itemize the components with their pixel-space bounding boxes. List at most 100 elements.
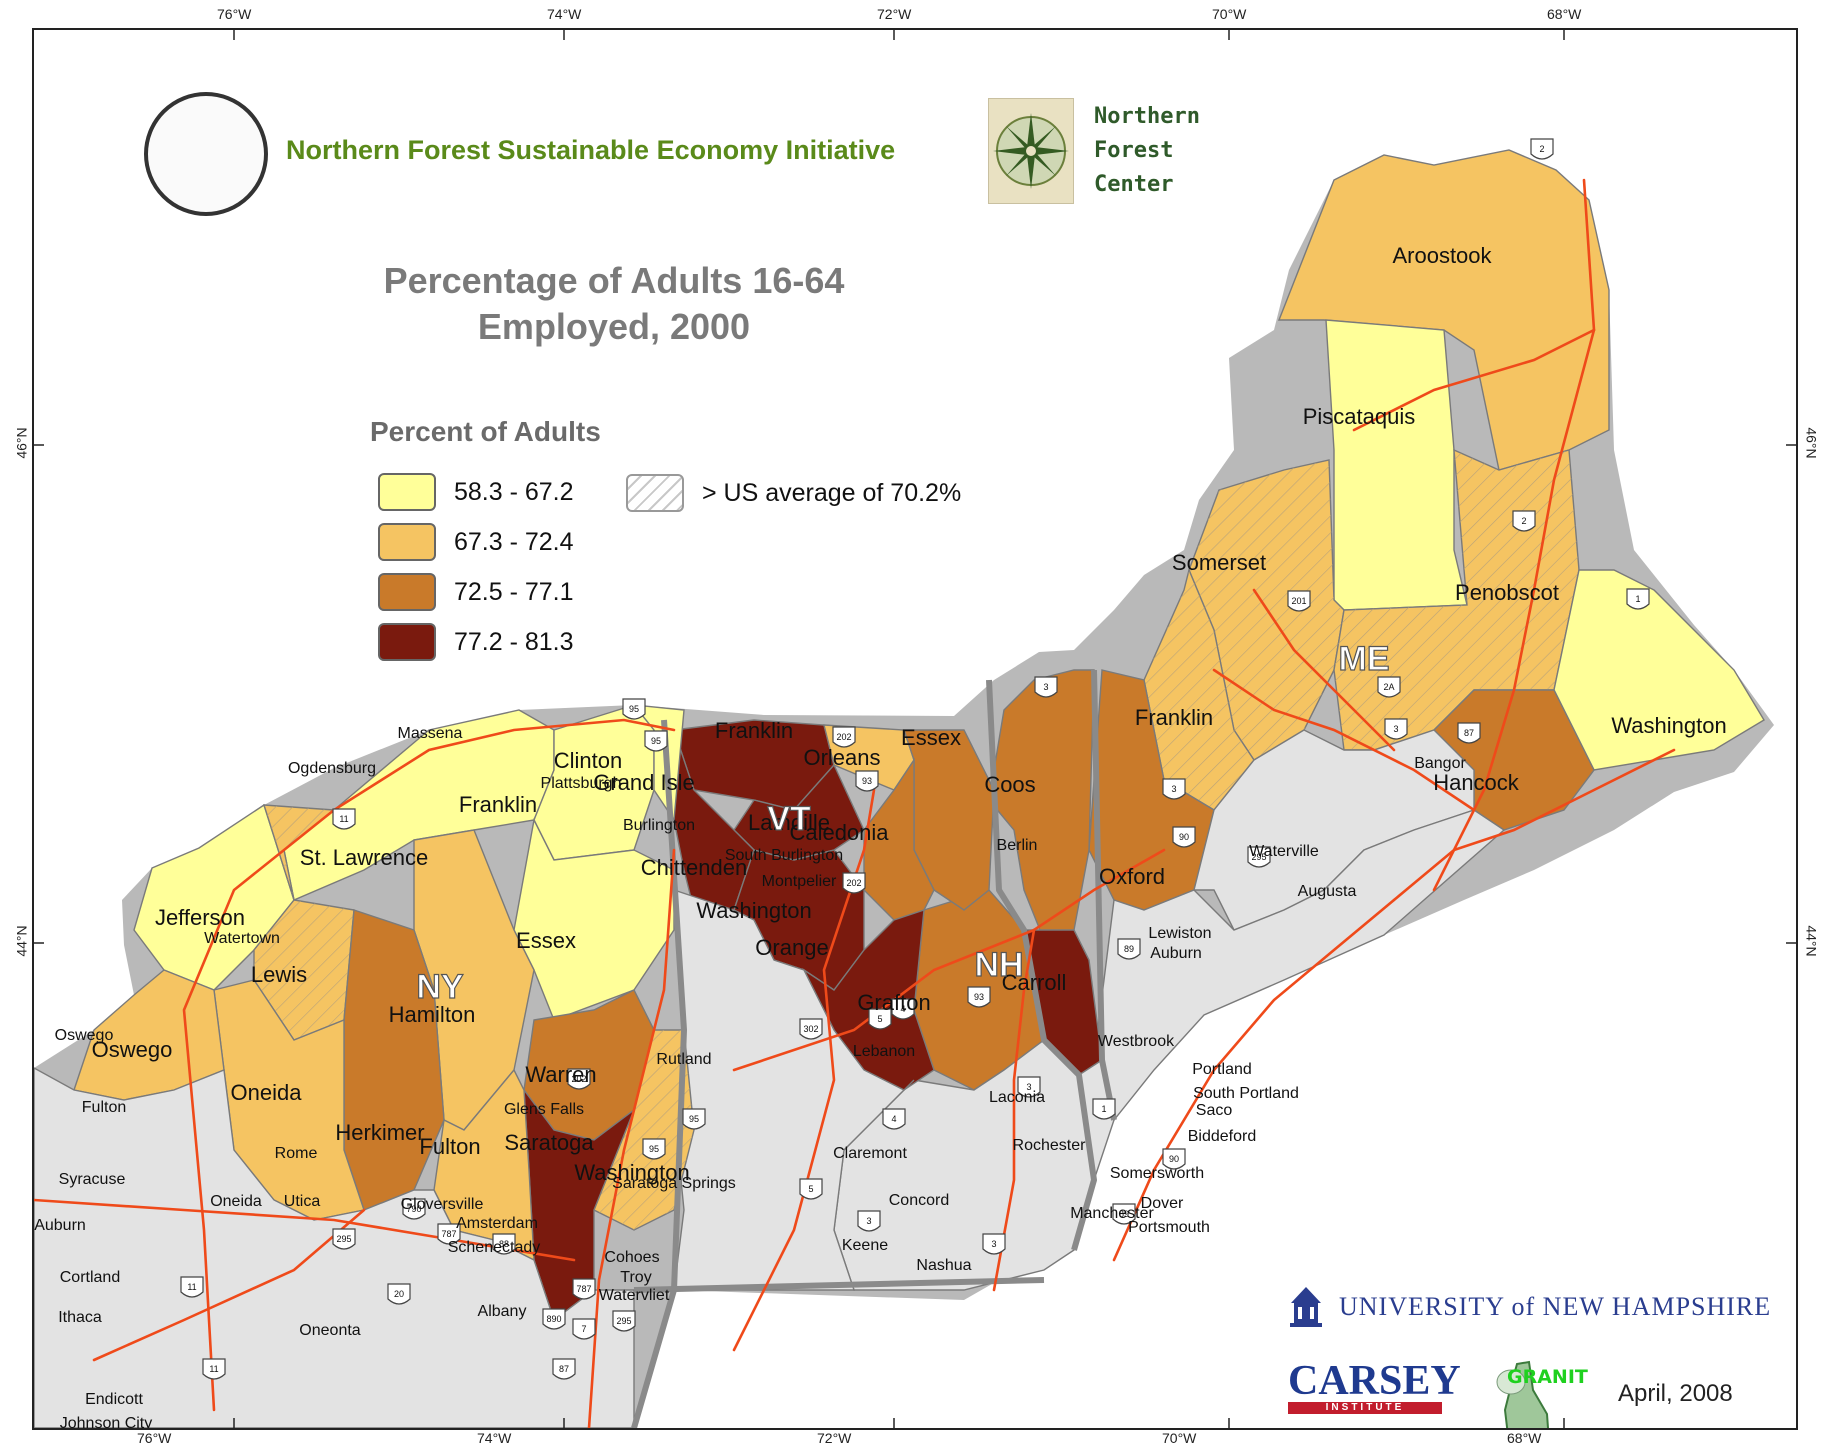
shield-shape (832, 726, 856, 748)
shield-shape (842, 872, 866, 894)
city-label: Saratoga Springs (612, 1175, 736, 1192)
city-label: Keene (842, 1237, 888, 1254)
legend-item-4: 77.2 - 81.3 (378, 622, 574, 662)
shield-label: 88 (499, 1239, 509, 1249)
shield-shape (437, 1223, 461, 1245)
route-shield-icon: 202 (567, 1068, 591, 1090)
city-label: Syracuse (59, 1171, 126, 1188)
county-label: Aroostook (1392, 243, 1492, 268)
county-37 (34, 1067, 635, 1428)
state-line-0 (631, 719, 687, 1428)
road-network (34, 178, 1676, 1428)
lon-label-top: 72°W (877, 6, 912, 22)
route-shield-icon: 1 (1626, 588, 1650, 610)
shield-label: 295 (1251, 852, 1266, 862)
map-title-line-2: Employed, 2000 (477, 306, 751, 347)
legend-item-1: 58.3 - 67.2 (378, 472, 574, 512)
county-label: Oswego (92, 1037, 173, 1062)
shield-label: 202 (846, 878, 861, 888)
route-shield-icon: 20 (387, 1283, 411, 1305)
northern-forest-center-name: Northern Forest Center (1094, 100, 1200, 202)
city-label: Utica (284, 1193, 321, 1210)
county-hatch-28 (254, 805, 354, 1040)
shield-label: 89 (1124, 944, 1134, 954)
city-label: South Burlington (725, 847, 843, 864)
county-label: Grand Isle (593, 770, 695, 795)
shield-label: 95 (651, 736, 661, 746)
shield-label: 3 (866, 1216, 871, 1226)
shield-shape (1117, 938, 1141, 960)
shield-shape (855, 770, 879, 792)
state-label: NH (974, 946, 1023, 984)
route-shield-icon: 87 (1457, 722, 1481, 744)
lon-label-bottom: 70°W (1162, 1430, 1197, 1446)
county-label: Lamoille (748, 810, 830, 835)
shield-shape (542, 1308, 566, 1330)
shield-label: 11 (187, 1282, 196, 1292)
city-label: Burlington (623, 817, 695, 834)
lon-label-bottom: 72°W (817, 1430, 852, 1446)
granit-label: GRANIT (1507, 1366, 1588, 1388)
state-label: VT (767, 800, 811, 838)
route-shield-icon: 3 (1017, 1076, 1041, 1098)
northern-forest-center-logo (988, 98, 1074, 204)
shield-shape (332, 1228, 356, 1250)
road-1 (587, 848, 676, 1428)
legend-label: 58.3 - 67.2 (454, 477, 574, 506)
shield-shape (982, 1233, 1006, 1255)
city-label: Rutland (656, 1051, 711, 1068)
shield-label: 3 (1171, 784, 1176, 794)
shield-shape (1384, 718, 1408, 740)
route-shield-icon: 87 (552, 1358, 576, 1380)
shield-label: 3 (1026, 1082, 1031, 1092)
shield-shape (572, 1278, 596, 1300)
county-label: Coos (984, 772, 1035, 797)
lon-label-top: 76°W (217, 6, 252, 22)
county-label: Penobscot (1455, 580, 1559, 605)
shield-shape (967, 986, 991, 1008)
shield-label: 11 (339, 814, 348, 824)
nfc-line-3: Center (1094, 172, 1174, 197)
nfc-line-2: Forest (1094, 138, 1174, 163)
county-label: Franklin (715, 718, 793, 743)
north-country-council-seal (144, 92, 268, 216)
county-label: Saratoga (504, 1130, 594, 1155)
city-label: Amsterdam (456, 1215, 538, 1232)
county-label: Orleans (803, 745, 880, 770)
route-shield-icon: 302 (799, 1018, 823, 1040)
city-label: Waterville (1249, 843, 1319, 860)
shield-label: 87 (559, 1364, 569, 1374)
county-labels: AroostookPiscataquisSomersetPenobscotWas… (92, 243, 1727, 1185)
legend-title: Percent of Adults (370, 416, 601, 447)
shield-label: 890 (546, 1314, 561, 1324)
county-label: Warren (525, 1062, 596, 1087)
shield-shape (202, 1358, 226, 1380)
city-label: Ithaca (58, 1309, 102, 1326)
unh-building-icon (1290, 1287, 1322, 1327)
granit-logo (1489, 1360, 1561, 1428)
city-label: Johnson City (60, 1415, 153, 1428)
shield-shape (1457, 722, 1481, 744)
county-label: Oneida (231, 1080, 303, 1105)
city-label: Ogdensburg (288, 760, 376, 777)
shield-shape (1626, 588, 1650, 610)
city-label: Dover (1141, 1195, 1184, 1212)
county-label: Lewis (251, 962, 307, 987)
road-9 (92, 1208, 366, 1362)
city-label: Schenectady (448, 1239, 541, 1256)
city-label: Concord (889, 1192, 949, 1209)
shield-shape (799, 1178, 823, 1200)
shield-label: 93 (862, 776, 872, 786)
shield-label: 2A (1383, 682, 1394, 692)
shield-shape (402, 1198, 426, 1220)
route-shield-icon: 295 (332, 1228, 356, 1250)
city-label: Lebanon (853, 1043, 915, 1060)
city-label: Glens Falls (504, 1101, 584, 1118)
shield-label: 201 (1291, 596, 1306, 606)
shield-label: 1 (1635, 594, 1640, 604)
lat-label-right: 46°N (1803, 427, 1820, 459)
county-label: Washington (574, 1160, 689, 1185)
shield-label: 3 (1393, 724, 1398, 734)
shield-shape (882, 1108, 906, 1130)
